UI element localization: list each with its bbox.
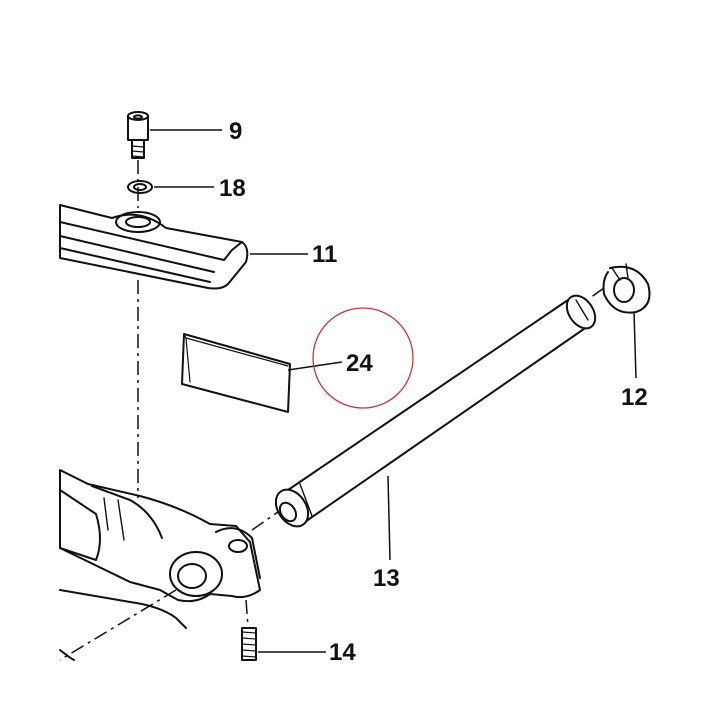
bolt-part-9 <box>127 111 149 159</box>
washer-part-18 <box>127 180 153 194</box>
highlight-circle <box>312 307 414 409</box>
callout-24: 24 <box>346 350 373 377</box>
circlip-part-12 <box>602 263 651 314</box>
leader-line-24 <box>287 361 343 371</box>
callout-14: 14 <box>329 639 356 666</box>
leader-line-12 <box>633 311 637 379</box>
shaft-part-13 <box>274 294 597 528</box>
callout-12: 12 <box>621 384 648 411</box>
leader-line-13 <box>387 475 391 561</box>
axis-line-shaft <box>589 287 605 299</box>
axis-line-stud <box>245 599 249 627</box>
axis-line-lower <box>59 589 177 661</box>
axle-housing <box>59 469 261 661</box>
plate-part-24 <box>181 333 291 413</box>
callout-13: 13 <box>373 565 400 592</box>
callout-18: 18 <box>219 175 246 202</box>
axis-line-housing <box>251 511 279 531</box>
stud-part-14 <box>241 627 257 661</box>
callout-9: 9 <box>229 118 242 145</box>
callout-11: 11 <box>312 241 337 268</box>
rail-part-11 <box>59 204 249 290</box>
